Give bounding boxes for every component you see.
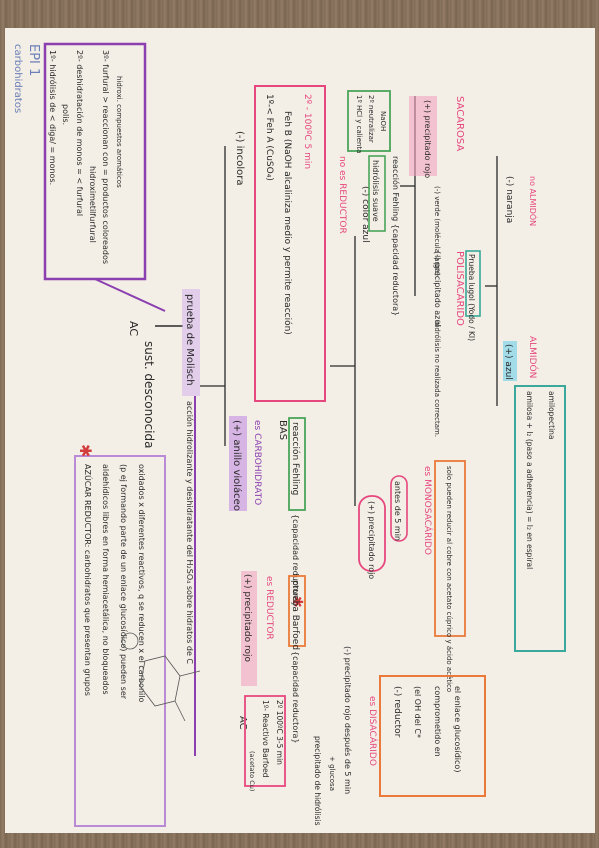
anillo-highlight (229, 416, 247, 511)
star-2: ✱ (289, 596, 305, 608)
disac-box (379, 675, 486, 797)
sacarosa: SACAROSA (454, 96, 465, 151)
rotated-content: EPI 1 carbohidratos 1º- hidrólisis de < … (12, 42, 566, 827)
accion-text: acción hidrolizante y deshidratante del … (185, 401, 195, 664)
disac-line-1: (-) reductor (392, 686, 402, 738)
precip-azul: (-) precipitado azul (433, 251, 442, 327)
reac-fehling-2: reacción Fehling {capacidad reductora} (391, 156, 401, 316)
color-azul: (-) color azul (360, 186, 370, 243)
disac-line-2: (el OH del C* (413, 686, 422, 738)
precip-rojo-top: (+) precipitado rojo (242, 574, 252, 662)
antes5: antes de 5 min (393, 481, 402, 541)
bas-label: BAS (277, 420, 288, 440)
verde: (-) verde (molécula larga) (433, 186, 441, 276)
naranja: (-) naranja (504, 176, 514, 223)
no-almidon: no ALMIDÓN (528, 176, 539, 226)
header-line-6: hidroxi. compuestos aromáticos (115, 76, 123, 188)
disac-line-3: comprometido en (433, 686, 442, 757)
es-monosacarido: es MONOSACÁRIDO (422, 466, 434, 555)
header-line-4: hidroximetilfurfural (88, 166, 97, 243)
reac-fehling-box (288, 417, 306, 511)
ac-top: AC (127, 321, 140, 336)
molisch-highlight (182, 289, 200, 396)
precip-rojo-top-highlight (241, 571, 257, 686)
header-line-5: 3º- furfural > reaccionan con = producto… (101, 50, 110, 264)
hcl-line-1: 1º HCl y calienta (355, 95, 363, 153)
precip-rojo-m: (+) precipitado rojo (367, 501, 376, 579)
barfoed-note: (acetato Cu) (248, 751, 256, 791)
barfoed-box (288, 575, 306, 647)
reductor-line-2: aldehídicos libres en forma hemiacetálic… (101, 464, 110, 695)
hidrolisis-note: hidrólisis no realizada correctam. (433, 321, 441, 437)
azul: (+) azul (503, 344, 513, 380)
lugol-box (465, 250, 481, 317)
reductor-line-1: AZÚCAR REDUCTOR: carbohidratos que prese… (83, 464, 94, 696)
reductor-box (74, 455, 166, 827)
ac-right: AC (237, 716, 248, 730)
fehling-box (254, 85, 326, 402)
es-carbohidrato: es CARBOHIDRATO (252, 420, 262, 505)
molecule-sketch (121, 632, 201, 722)
subheading: carbohidratos (12, 44, 23, 113)
fehling-line-3: 2º - 100ºC 5 min (302, 94, 312, 169)
reductor-line-3: (p ej formando parte de un enlace glucos… (119, 464, 128, 700)
amilopectina: amilopectina (547, 391, 556, 440)
bottom-right: precipitado de hidrólisis (313, 736, 322, 826)
incolora: (-) incolora (234, 131, 245, 185)
header-line-3: 2º- deshidratación de monos = < furfural (75, 50, 85, 216)
hcl-line-2: 2º neutralizar (367, 95, 375, 143)
header-line-1: 1º- hidrólisis de < diga/ = monos. (48, 50, 58, 185)
barfoed-line-2: 2º 100ºC 3-5 min (275, 700, 284, 765)
fehling-line-1: 1º-< Feh A (CuSO₄) (264, 94, 274, 181)
azul-highlight (503, 341, 517, 381)
mono-note: solo pueden reducir al cobre con acetato… (445, 466, 453, 692)
amilosa-box (514, 385, 566, 652)
precip-rojo-m-highlight (358, 495, 386, 572)
amilosa: amilosa + I₂ (paso a adherencia) = I₂ en… (525, 391, 534, 569)
hidrolisis-suave: hidrólisis suave (371, 160, 381, 222)
polisacarido: POLISACÁRIDO (454, 251, 467, 326)
reac-fehling: reacción Fehling (290, 422, 301, 495)
cap-reductora-2: {capacidad reductora} (291, 651, 300, 744)
hidrolisis-box (368, 155, 386, 232)
precip-rojo-l-highlight (409, 96, 437, 176)
star-1: ✱ (76, 444, 95, 457)
hcl-line-3: NaOH (379, 111, 387, 131)
bottom-small: + glucosa (328, 756, 336, 791)
es-reductor: es REDUCTOR (264, 576, 274, 640)
fehling-line-2: Feh B (NaOH alcaliniza medio y permite r… (282, 111, 293, 335)
precip-rojo-l: (+) precipitado rojo (423, 100, 432, 178)
mono-note-box (434, 460, 466, 637)
hcl-box (347, 90, 391, 152)
cap-reductora: {capacidad reductora} (291, 514, 300, 607)
no-reductor: no es REDUCTOR (337, 156, 347, 234)
barfoed-line-1: 1º- Reactivo Barfoed (261, 700, 270, 778)
almidon: ALMIDÓN (527, 336, 539, 378)
prueba-barfoed: prueba Barfoed (290, 580, 300, 650)
precip-rojo-r: (-) precipitado rojo después de 5 min (343, 646, 353, 794)
disac-line-4: el enlace glucosídico) (453, 686, 462, 772)
barfoed-protocol-box (244, 695, 286, 787)
prueba-molisch: prueba de Molisch (184, 294, 195, 386)
header-connector (94, 278, 166, 312)
anillo-violaceo: (+) anillo violáceo (231, 420, 243, 511)
sust-desconocida: sust. desconocida (142, 341, 156, 448)
prueba-lugol: Prueba lugol (Yodo / KI) (467, 254, 476, 341)
antes5-box (390, 475, 408, 542)
heading: EPI 1 (26, 44, 41, 76)
reductor-line-4: oxidados x diferentes reactivos, q se re… (137, 464, 146, 702)
header-line-2: polis. (61, 104, 70, 125)
es-disacarido: es DISACÁRIDO (367, 696, 379, 766)
